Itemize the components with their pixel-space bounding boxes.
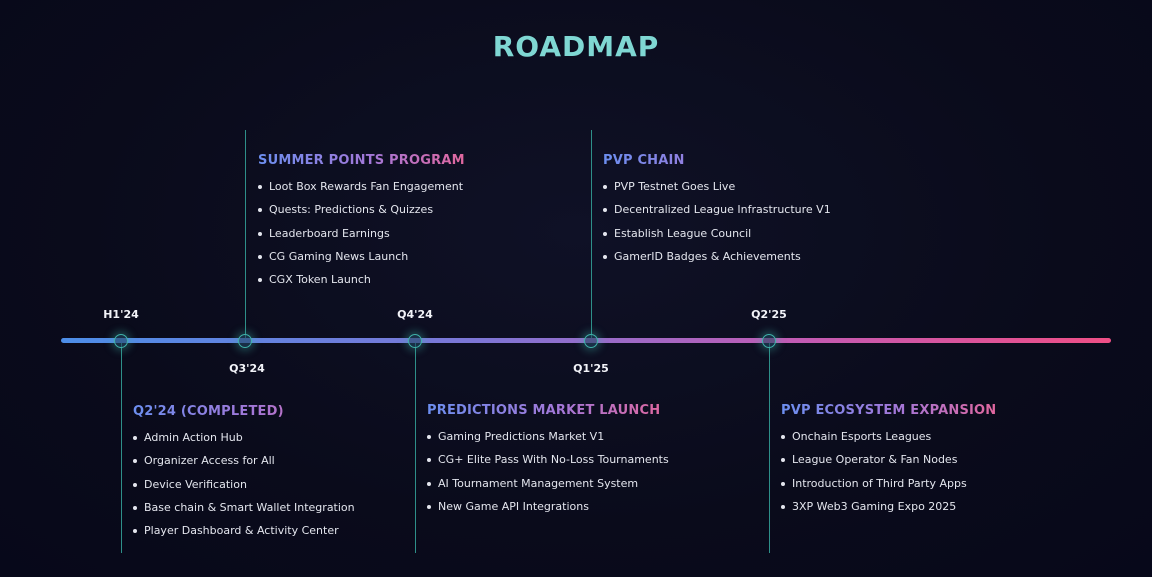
card-title: PVP CHAIN	[603, 153, 831, 168]
card-title: Q2'24 (COMPLETED)	[133, 404, 355, 419]
list-item: Admin Action Hub	[133, 426, 355, 449]
connector-line-h1-24	[121, 341, 122, 553]
connector-line-q3-24	[245, 130, 246, 340]
list-item: Organizer Access for All	[133, 449, 355, 472]
list-item: Introduction of Third Party Apps	[781, 472, 996, 495]
card-item-list: Gaming Predictions Market V1 CG+ Elite P…	[427, 425, 669, 518]
card-item-list: Loot Box Rewards Fan Engagement Quests: …	[258, 175, 465, 291]
list-item: Decentralized League Infrastructure V1	[603, 198, 831, 221]
milestone-node-h1-24	[114, 334, 128, 348]
list-item: Onchain Esports Leagues	[781, 425, 996, 448]
connector-line-q4-24	[415, 341, 416, 553]
card-item-list: PVP Testnet Goes Live Decentralized Leag…	[603, 175, 831, 268]
card-title: PREDICTIONS MARKET LAUNCH	[427, 403, 669, 418]
connector-line-q1-25	[591, 130, 592, 340]
connector-line-q2-25	[769, 341, 770, 553]
milestone-label-h1-24: H1'24	[103, 308, 139, 321]
milestone-label-q3-24: Q3'24	[229, 362, 265, 375]
list-item: GamerID Badges & Achievements	[603, 245, 831, 268]
list-item: Establish League Council	[603, 222, 831, 245]
milestone-node-q4-24	[408, 334, 422, 348]
card-title: PVP ECOSYSTEM EXPANSION	[781, 403, 997, 418]
list-item: New Game API Integrations	[427, 495, 669, 518]
list-item: Loot Box Rewards Fan Engagement	[258, 175, 465, 198]
list-item: 3XP Web3 Gaming Expo 2025	[781, 495, 996, 518]
milestone-label-q2-25: Q2'25	[751, 308, 787, 321]
list-item: CG+ Elite Pass With No-Loss Tournaments	[427, 448, 669, 471]
milestone-node-q2-25	[762, 334, 776, 348]
list-item: CGX Token Launch	[258, 268, 465, 291]
card-summer-points-program: SUMMER POINTS PROGRAM Loot Box Rewards F…	[258, 153, 465, 291]
card-predictions-market-launch: PREDICTIONS MARKET LAUNCH Gaming Predict…	[427, 403, 669, 518]
list-item: Leaderboard Earnings	[258, 222, 465, 245]
page-title: ROADMAP	[492, 30, 660, 63]
card-pvp-chain: PVP CHAIN PVP Testnet Goes Live Decentra…	[603, 153, 831, 268]
list-item: AI Tournament Management System	[427, 472, 669, 495]
milestone-node-q3-24	[238, 334, 252, 348]
list-item: CG Gaming News Launch	[258, 245, 465, 268]
list-item: Device Verification	[133, 473, 355, 496]
list-item: Player Dashboard & Activity Center	[133, 519, 355, 542]
list-item: Quests: Predictions & Quizzes	[258, 198, 465, 221]
card-q2-24-completed: Q2'24 (COMPLETED) Admin Action Hub Organ…	[133, 404, 355, 542]
milestone-label-q1-25: Q1'25	[573, 362, 609, 375]
list-item: Gaming Predictions Market V1	[427, 425, 669, 448]
card-item-list: Onchain Esports Leagues League Operator …	[781, 425, 996, 518]
list-item: League Operator & Fan Nodes	[781, 448, 996, 471]
card-pvp-ecosystem-expansion: PVP ECOSYSTEM EXPANSION Onchain Esports …	[781, 403, 996, 518]
card-title: SUMMER POINTS PROGRAM	[258, 153, 465, 168]
card-item-list: Admin Action Hub Organizer Access for Al…	[133, 426, 355, 542]
list-item: PVP Testnet Goes Live	[603, 175, 831, 198]
list-item: Base chain & Smart Wallet Integration	[133, 496, 355, 519]
milestone-node-q1-25	[584, 334, 598, 348]
milestone-label-q4-24: Q4'24	[397, 308, 433, 321]
